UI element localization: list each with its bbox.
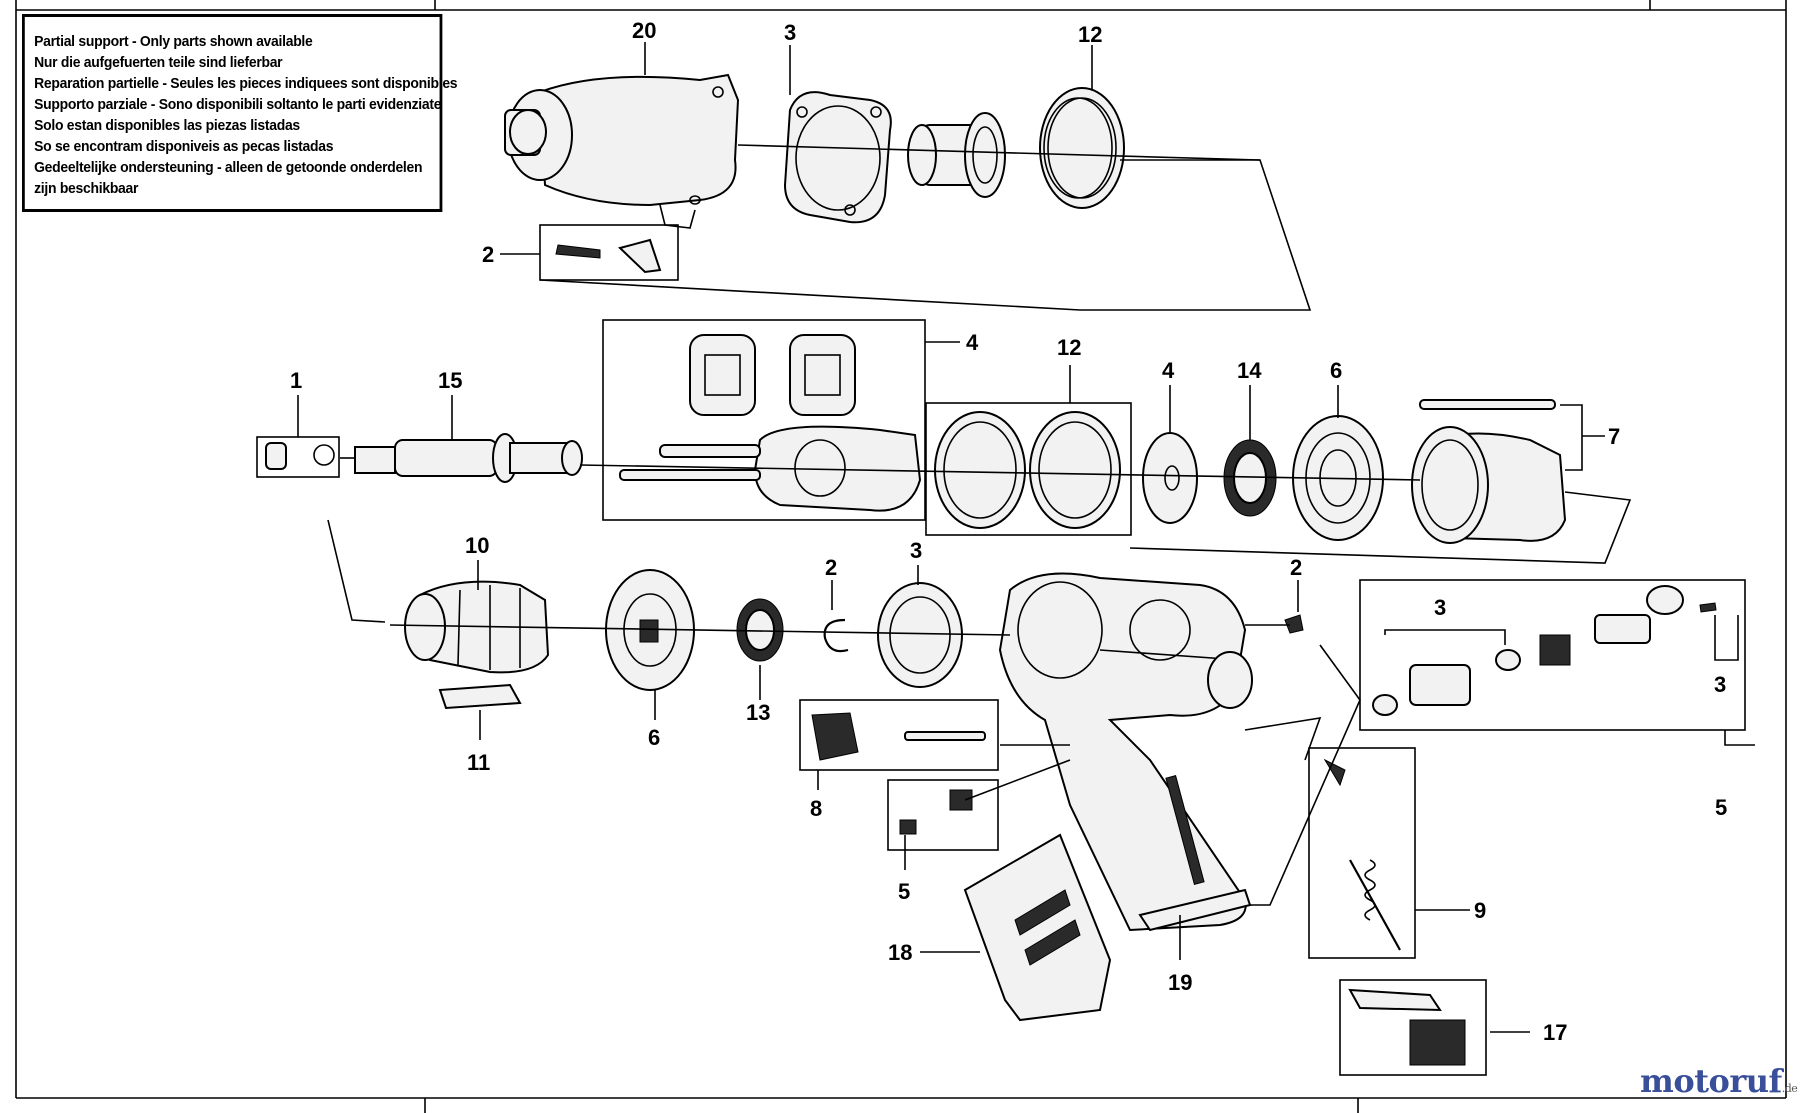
callout-17: 17 xyxy=(1543,1020,1567,1045)
grip-part-18 xyxy=(963,833,1112,1022)
callout-2-clip: 2 xyxy=(825,555,837,580)
clip-part-2-lower xyxy=(823,618,849,653)
notice-line: So se encontram disponiveis as pecas lis… xyxy=(34,138,334,155)
callout-8: 8 xyxy=(810,796,822,821)
callout-13: 13 xyxy=(746,700,770,725)
cap-box-17 xyxy=(1339,979,1487,1076)
callout-leader-lines xyxy=(297,42,1530,1033)
bushing-part xyxy=(907,112,1006,198)
shaft-part-15 xyxy=(354,433,583,483)
callout-12-middle: 12 xyxy=(1057,335,1081,360)
notice-line: Gedeeltelijke ondersteuning - alleen de … xyxy=(34,159,423,176)
cylinder-part-7 xyxy=(1411,399,1567,544)
lower-row-assembly-lines xyxy=(327,519,1361,906)
callout-5-screw: 5 xyxy=(898,879,910,904)
trigger-part-2-top xyxy=(539,224,679,281)
callout-3-top: 3 xyxy=(784,20,796,45)
watermark-suffix: .de xyxy=(1781,1082,1798,1095)
callout-labels: 20 3 12 2 1 15 4 12 4 14 6 7 10 11 6 13 … xyxy=(290,18,1727,1045)
trigger-box-8 xyxy=(799,699,999,771)
callout-4-washer: 4 xyxy=(1162,358,1175,383)
valve-spring-box-9 xyxy=(1308,747,1416,959)
middle-row-assembly-lines xyxy=(340,404,1632,564)
callout-15: 15 xyxy=(438,368,462,393)
partial-support-notice: Partial support - Only parts shown avail… xyxy=(22,14,458,212)
callout-1: 1 xyxy=(290,368,302,393)
gasket-part-3-top xyxy=(783,91,892,224)
blade-part-11 xyxy=(438,683,522,710)
ring-box-12-middle xyxy=(925,402,1132,536)
top-row-assembly-lines xyxy=(539,144,1312,311)
callout-2-top: 2 xyxy=(482,242,494,267)
callout-3-valve: 3 xyxy=(1434,595,1446,620)
callout-6-middle: 6 xyxy=(1330,358,1342,383)
page-frame xyxy=(15,0,1787,1113)
screw-box-5-lower xyxy=(887,779,999,851)
motoruf-watermark: motoruf.de xyxy=(1640,1062,1798,1100)
callout-9: 9 xyxy=(1474,898,1486,923)
callout-20: 20 xyxy=(632,18,656,43)
hammer-cage-box-4 xyxy=(602,319,926,521)
callout-12-top: 12 xyxy=(1078,22,1102,47)
notice-line: Supporto parziale - Sono disponibili sol… xyxy=(34,96,442,113)
callout-2-right: 2 xyxy=(1290,555,1302,580)
notice-line: Partial support - Only parts shown avail… xyxy=(34,33,313,50)
anvil-part-1 xyxy=(256,436,340,478)
notice-line: Reparation partielle - Seules les pieces… xyxy=(34,75,458,92)
ring-part-12-top xyxy=(1039,87,1125,209)
spring-part-2-right xyxy=(1284,614,1304,634)
valve-kit-box-5 xyxy=(1359,579,1755,746)
callout-14: 14 xyxy=(1237,358,1262,383)
gasket-part-3-lower xyxy=(877,582,963,688)
washer-part-4 xyxy=(1142,432,1198,524)
callout-5-box: 5 xyxy=(1715,795,1727,820)
callout-19: 19 xyxy=(1168,970,1192,995)
callout-4-box: 4 xyxy=(966,330,979,355)
watermark-text: motoruf xyxy=(1640,1062,1782,1100)
housing-part-20 xyxy=(504,73,740,229)
callout-11: 11 xyxy=(467,750,490,775)
notice-line: zijn beschikbaar xyxy=(34,180,139,197)
callout-6-lower: 6 xyxy=(648,725,660,750)
callout-18: 18 xyxy=(888,940,912,965)
callout-3-right: 3 xyxy=(1714,672,1726,697)
notice-line: Nur die aufgefuerten teile sind lieferba… xyxy=(34,54,283,71)
callout-7: 7 xyxy=(1608,424,1620,449)
callout-3-gasket: 3 xyxy=(910,538,922,563)
bearing-part-13 xyxy=(736,598,784,662)
callout-10: 10 xyxy=(465,533,489,558)
notice-line: Solo estan disponibles las piezas listad… xyxy=(34,117,300,134)
